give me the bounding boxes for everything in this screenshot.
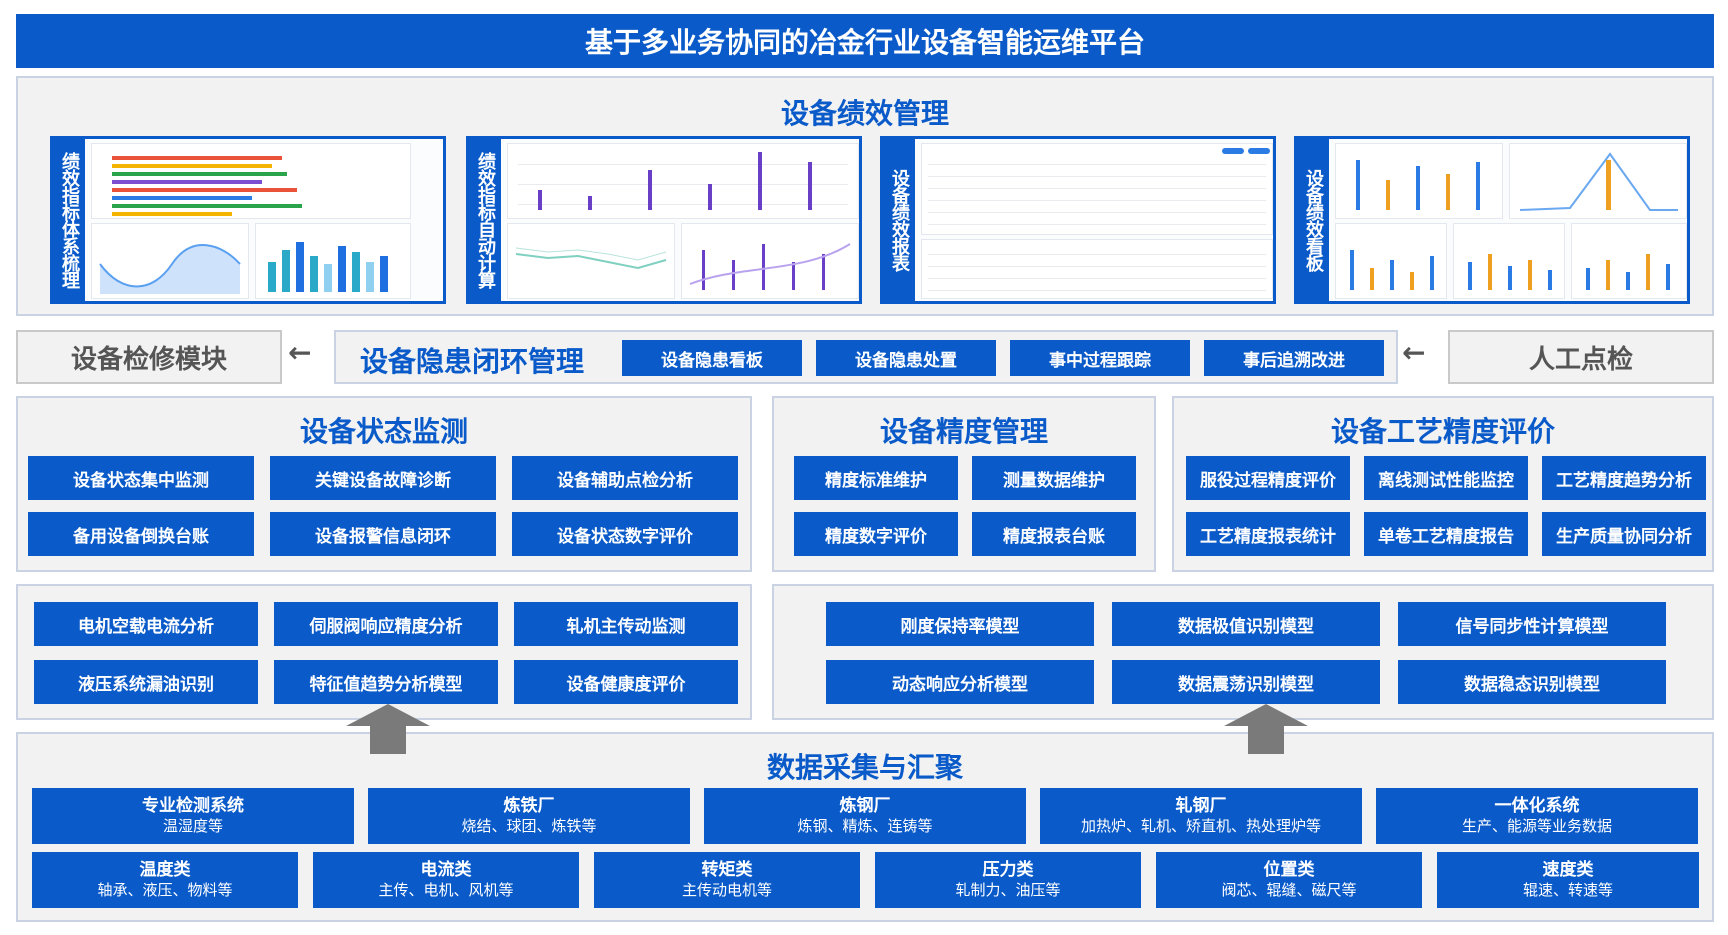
arrow-up-icon [1224,704,1308,754]
signal-title: 位置类 [1263,860,1315,880]
source-title: 专业检测系统 [142,796,244,816]
hazard-panel: 设备隐患闭环管理 设备隐患看板 设备隐患处置 事中过程跟踪 事后追溯改进 [334,330,1398,384]
source-subtitle: 炼钢、精炼、连铸等 [797,817,933,835]
offline-test-button[interactable]: 离线测试性能监控 [1364,456,1528,500]
collection-title: 数据采集与汇聚 [766,751,963,784]
source-card[interactable]: 炼钢厂 炼钢、精炼、连铸等 [704,788,1026,844]
performance-panel: 设备绩效管理 绩效指标体系梳理 [16,76,1714,316]
manual-inspection-tag: 人工点检 [1448,330,1714,384]
source-title: 炼钢厂 [839,796,891,816]
platform-title: 基于多业务协同的冶金行业设备智能运维平台 [16,14,1714,68]
signal-title: 温度类 [139,860,191,880]
precision-ledger-button[interactable]: 精度报表台账 [972,512,1136,556]
maintenance-module-tag: 设备检修模块 [16,330,282,384]
source-title: 轧钢厂 [1175,796,1227,816]
signal-subtitle: 辊速、转速等 [1522,881,1613,899]
signal-title: 压力类 [982,860,1034,880]
report-table-thumb [915,139,1273,301]
signal-card[interactable]: 电流类 主传、电机、风机等 [313,852,579,908]
indicator-dashboard-thumb [85,139,443,301]
shot-label: 设备绩效报表 [883,139,915,301]
models-left-panel: 电机空载电流分析 伺服阀响应精度分析 轧机主传动监测 液压系统漏油识别 特征值趋… [16,584,752,720]
hazard-board-button[interactable]: 设备隐患看板 [622,340,802,376]
process-report-button[interactable]: 工艺精度报表统计 [1186,512,1350,556]
signal-title: 转矩类 [701,860,753,880]
signal-subtitle: 阀芯、辊缝、磁尺等 [1221,881,1357,899]
status-central-monitor-button[interactable]: 设备状态集中监测 [28,456,254,500]
signal-card[interactable]: 转矩类 主传动电机等 [594,852,860,908]
health-evaluation-model-button[interactable]: 设备健康度评价 [514,660,738,704]
source-subtitle: 加热炉、轧机、矫直机、热处理炉等 [1080,817,1321,835]
status-title: 设备状态监测 [299,415,468,448]
servo-valve-model-button[interactable]: 伺服阀响应精度分析 [274,602,498,646]
dashboard-thumb [1329,139,1687,301]
signal-card[interactable]: 速度类 辊速、转速等 [1437,852,1699,908]
service-precision-button[interactable]: 服役过程精度评价 [1186,456,1350,500]
source-title: 一体化系统 [1494,796,1580,816]
source-title: 炼铁厂 [503,796,555,816]
signal-card[interactable]: 位置类 阀芯、辊缝、磁尺等 [1156,852,1422,908]
signal-subtitle: 主传、电机、风机等 [378,881,514,899]
hazard-handle-button[interactable]: 设备隐患处置 [816,340,996,376]
collection-panel: 数据采集与汇聚 专业检测系统 温湿度等 炼铁厂 烧结、球团、炼铁等 炼钢厂 炼钢… [16,732,1714,922]
hydraulic-leak-model-button[interactable]: 液压系统漏油识别 [34,660,258,704]
process-panel: 设备工艺精度评价 服役过程精度评价 离线测试性能监控 工艺精度趋势分析 工艺精度… [1172,396,1714,572]
shot-label: 设备绩效看板 [1297,139,1329,301]
source-subtitle: 烧结、球团、炼铁等 [461,817,597,835]
extreme-value-model-button[interactable]: 数据极值识别模型 [1112,602,1380,646]
quality-analysis-button[interactable]: 生产质量协同分析 [1542,512,1706,556]
oscillation-model-button[interactable]: 数据震荡识别模型 [1112,660,1380,704]
signal-subtitle: 主传动电机等 [681,881,772,899]
source-subtitle: 温湿度等 [162,817,223,835]
auxiliary-inspection-button[interactable]: 设备辅助点检分析 [512,456,738,500]
shot-performance-dashboard: 设备绩效看板 [1294,136,1690,304]
shot-label: 绩效指标自动计算 [469,139,501,301]
arrow-left-icon: ← [1402,336,1426,369]
process-tracking-button[interactable]: 事中过程跟踪 [1010,340,1190,376]
status-evaluation-button[interactable]: 设备状态数字评价 [512,512,738,556]
signal-subtitle: 轴承、液压、物料等 [97,881,233,899]
arrow-left-icon: ← [288,336,312,369]
hazard-title: 设备隐患闭环管理 [360,345,585,378]
process-title: 设备工艺精度评价 [1330,415,1555,448]
fault-diagnosis-button[interactable]: 关键设备故障诊断 [270,456,496,500]
status-panel: 设备状态监测 设备状态集中监测 关键设备故障诊断 设备辅助点检分析 备用设备倒换… [16,396,752,572]
main-drive-model-button[interactable]: 轧机主传动监测 [514,602,738,646]
shot-label: 绩效指标体系梳理 [53,139,85,301]
source-card[interactable]: 轧钢厂 加热炉、轧机、矫直机、热处理炉等 [1040,788,1362,844]
stiffness-model-button[interactable]: 刚度保持率模型 [826,602,1094,646]
signal-sync-model-button[interactable]: 信号同步性计算模型 [1398,602,1666,646]
motor-current-model-button[interactable]: 电机空载电流分析 [34,602,258,646]
source-card[interactable]: 专业检测系统 温湿度等 [32,788,354,844]
models-right-panel: 刚度保持率模型 数据极值识别模型 信号同步性计算模型 动态响应分析模型 数据震荡… [772,584,1714,720]
signal-subtitle: 轧制力、油压等 [955,881,1061,899]
alarm-loop-button[interactable]: 设备报警信息闭环 [270,512,496,556]
source-card[interactable]: 一体化系统 生产、能源等业务数据 [1376,788,1698,844]
precision-panel: 设备精度管理 精度标准维护 测量数据维护 精度数字评价 精度报表台账 [772,396,1156,572]
standby-ledger-button[interactable]: 备用设备倒换台账 [28,512,254,556]
coil-report-button[interactable]: 单卷工艺精度报告 [1364,512,1528,556]
source-card[interactable]: 炼铁厂 烧结、球团、炼铁等 [368,788,690,844]
traceback-improve-button[interactable]: 事后追溯改进 [1204,340,1384,376]
signal-title: 电流类 [420,860,472,880]
signal-title: 速度类 [1542,860,1594,880]
process-trend-button[interactable]: 工艺精度趋势分析 [1542,456,1706,500]
measurement-data-button[interactable]: 测量数据维护 [972,456,1136,500]
precision-evaluation-button[interactable]: 精度数字评价 [794,512,958,556]
performance-title: 设备绩效管理 [780,97,949,130]
signal-card[interactable]: 温度类 轴承、液压、物料等 [32,852,298,908]
source-subtitle: 生产、能源等业务数据 [1461,817,1612,835]
dynamic-response-model-button[interactable]: 动态响应分析模型 [826,660,1094,704]
steady-state-model-button[interactable]: 数据稳态识别模型 [1398,660,1666,704]
precision-title: 设备精度管理 [879,415,1048,448]
feature-trend-model-button[interactable]: 特征值趋势分析模型 [274,660,498,704]
precision-standard-button[interactable]: 精度标准维护 [794,456,958,500]
signal-card[interactable]: 压力类 轧制力、油压等 [875,852,1141,908]
arrow-up-icon [346,704,430,754]
shot-indicator-system: 绩效指标体系梳理 [50,136,446,304]
shot-performance-report: 设备绩效报表 [880,136,1276,304]
shot-auto-calc: 绩效指标自动计算 [466,136,862,304]
auto-calc-thumb [501,139,859,301]
